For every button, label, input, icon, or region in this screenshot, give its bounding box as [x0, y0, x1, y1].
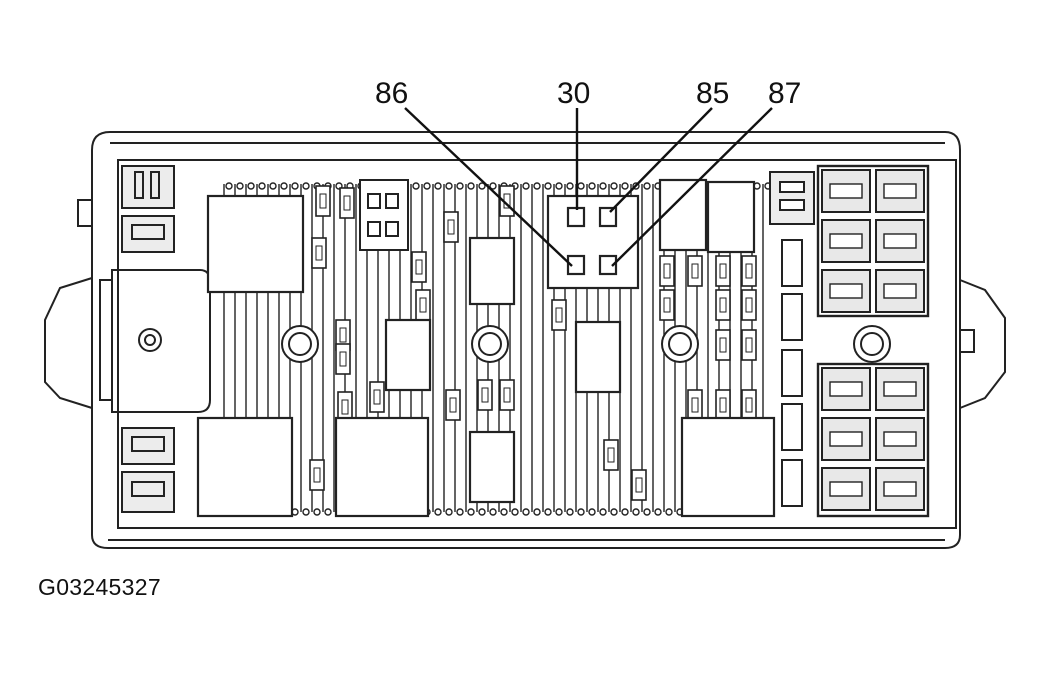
terminal-stud [138, 328, 162, 352]
pin-86-terminal [566, 254, 586, 276]
right-mini-fuse-column [769, 171, 815, 507]
relay-with-pins [546, 194, 640, 290]
fuse-block-housing [91, 131, 961, 549]
callout-85: 85 [696, 77, 729, 110]
callout-30: 30 [557, 77, 590, 110]
left-fuse-column [121, 165, 175, 513]
relay-blocks [196, 178, 776, 518]
connector-block [359, 179, 409, 251]
pin-30-terminal [566, 206, 586, 228]
left-mounting-tab [44, 277, 93, 409]
right-mounting-tab [959, 279, 1006, 409]
callout-leader-lines [404, 107, 773, 267]
leader-85 [609, 107, 713, 213]
callout-86: 86 [375, 77, 408, 110]
fuse-block-inner-frame [117, 159, 957, 529]
pin-87-terminal [598, 254, 618, 276]
right-fuse-bank [816, 164, 930, 518]
power-terminal-housing [111, 269, 211, 413]
leader-87 [611, 107, 773, 267]
mounting-studs [281, 325, 891, 363]
pin-85-terminal [598, 206, 618, 228]
leader-86 [404, 107, 573, 267]
callout-87: 87 [768, 77, 801, 110]
figure-id: G03245327 [38, 574, 161, 600]
